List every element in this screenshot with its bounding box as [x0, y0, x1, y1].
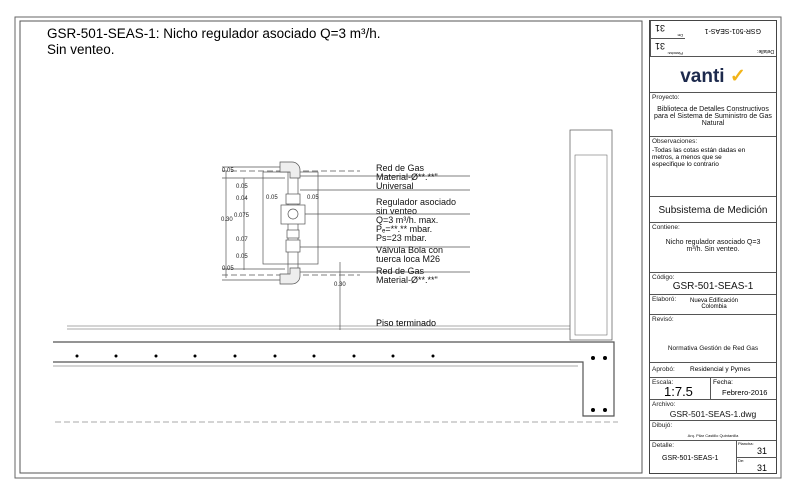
label: Plancha:: [667, 51, 683, 56]
callout-text: Red de Gas: [376, 266, 425, 276]
elaboro-cell: Elaboró: Nueva Edificación Colombia: [650, 295, 776, 315]
dim: 0.30: [334, 282, 346, 288]
niche-detail: [222, 161, 470, 330]
archivo-cell: Archivo: GSR-501-SEAS-1.dwg: [650, 400, 776, 421]
flipped-sheet-cell: Plancha:31 De:31: [650, 21, 685, 56]
logo-cell: vanti ✓: [650, 57, 776, 93]
dim: 0.05: [236, 184, 248, 190]
dim: 0.05: [222, 266, 234, 272]
floor-section: [53, 129, 618, 423]
check-icon: ✓: [729, 66, 746, 87]
value: GSR-501-SEAS-1: [662, 455, 719, 462]
aprobo-cell: Aprobó: Residencial y Pymes: [650, 363, 776, 378]
callout-text: tuerca loca M26: [376, 254, 441, 264]
value: Febrero-2016: [722, 388, 768, 397]
value: GSR-501-SEAS-1: [672, 281, 754, 292]
dim: 0.05: [266, 195, 278, 201]
title-block: Plancha:31 De:31 Detalle: GSR-501-SEAS-1…: [649, 20, 777, 474]
label: Aprobó:: [652, 366, 675, 373]
value: Biblioteca de Detalles Constructivos par…: [654, 106, 772, 127]
escala-fecha-cell: Escala: 1:7.5 Fecha: Febrero-2016: [650, 378, 776, 400]
callout-text: Universal: [376, 181, 414, 191]
value: Nicho regulador asociado Q=3 m³/h. Sin v…: [665, 239, 761, 253]
label: Archivo:: [652, 401, 676, 408]
callout-text: Red de Gas: [376, 163, 425, 173]
dim: 0.30: [221, 217, 233, 223]
drawing-title: GSR-501-SEAS-1: Nicho regulador asociado…: [47, 26, 447, 58]
callouts: Red de Gas Material-Ø**.**" Universal Re…: [376, 164, 456, 285]
dibujo-cell: Dibujó: Arq. Pilar Castillo Quintanilla: [650, 421, 776, 441]
value: 31: [756, 446, 767, 456]
value: Arq. Pilar Castillo Quintanilla: [687, 433, 739, 438]
label: Observaciones:: [652, 138, 698, 145]
label: Detalle:: [652, 442, 675, 449]
floor-label: Piso terminado: [376, 318, 437, 328]
detalle-cell: Detalle: GSR-501-SEAS-1 Plancha:31 De:31: [650, 441, 777, 474]
label: Código:: [652, 274, 675, 281]
logo-text: vanti: [680, 66, 725, 87]
contiene-cell: Contiene: Nicho regulador asociado Q=3 m…: [650, 223, 776, 273]
value: GSR-501-SEAS-1.dwg: [669, 409, 757, 419]
value: Residencial y Pymes: [690, 366, 751, 373]
value: 1:7.5: [664, 384, 693, 399]
value: 31: [655, 23, 666, 33]
callout-text: Regulador asociado: [376, 197, 457, 207]
label: De:: [676, 33, 683, 38]
value: Normativa Gestión de Red Gas: [667, 345, 759, 352]
callout-text: Material-Ø**.**": [376, 275, 438, 285]
value: -Todas las cotas están dadas en metros, …: [652, 147, 746, 168]
label: Revisó:: [652, 316, 674, 323]
flipped-header: Plancha:31 De:31 Detalle: GSR-501-SEAS-1: [650, 21, 776, 57]
title-line-2: Sin venteo.: [47, 42, 115, 57]
callout-text: Pₑ=**.** mbar.: [376, 224, 433, 234]
value: 31: [756, 463, 767, 473]
label: Proyecto:: [652, 94, 680, 101]
callout-text: Q=3 m³/h. max.: [376, 215, 439, 225]
label: Escala:: [652, 379, 674, 386]
label: Fecha:: [713, 379, 733, 386]
dim: 0.05: [307, 195, 319, 201]
label: Elaboró:: [652, 296, 677, 303]
dim: 0.05: [222, 168, 234, 174]
dim: 0.075: [234, 213, 250, 219]
reviso-cell: Revisó: Normativa Gestión de Red Gas: [650, 315, 776, 363]
value: Subsistema de Medición: [658, 205, 768, 216]
label: Contiene:: [652, 224, 680, 231]
label: Plancha:: [738, 441, 754, 446]
callout-text: Material-Ø**.**": [376, 172, 438, 182]
value: 31: [655, 41, 666, 51]
dim: 0.07: [236, 237, 248, 243]
dim: 0.05: [236, 254, 248, 260]
callout-text: sin venteo: [376, 206, 418, 216]
title-line-1: GSR-501-SEAS-1: Nicho regulador asociado…: [47, 26, 381, 41]
flipped-detail-cell: Detalle: GSR-501-SEAS-1: [684, 21, 776, 56]
vanti-logo: vanti ✓: [650, 65, 776, 88]
label: Detalle:: [757, 48, 774, 54]
callout-text: Ps=23 mbar.: [376, 233, 427, 243]
label: De:: [738, 458, 745, 463]
codigo-cell: Código: GSR-501-SEAS-1: [650, 273, 776, 295]
observaciones-cell: Observaciones: -Todas las cotas están da…: [650, 137, 776, 197]
subsistema-cell: Subsistema de Medición: [650, 197, 776, 223]
callout-text: Válvula Bola con: [376, 245, 444, 255]
dim: 0.04: [236, 196, 248, 202]
value: GSR-501-SEAS-1: [704, 27, 761, 34]
proyecto-cell: Proyecto: Biblioteca de Detalles Constru…: [650, 93, 776, 137]
value: Nueva Edificación Colombia: [689, 298, 739, 310]
label: Dibujó:: [652, 422, 673, 429]
